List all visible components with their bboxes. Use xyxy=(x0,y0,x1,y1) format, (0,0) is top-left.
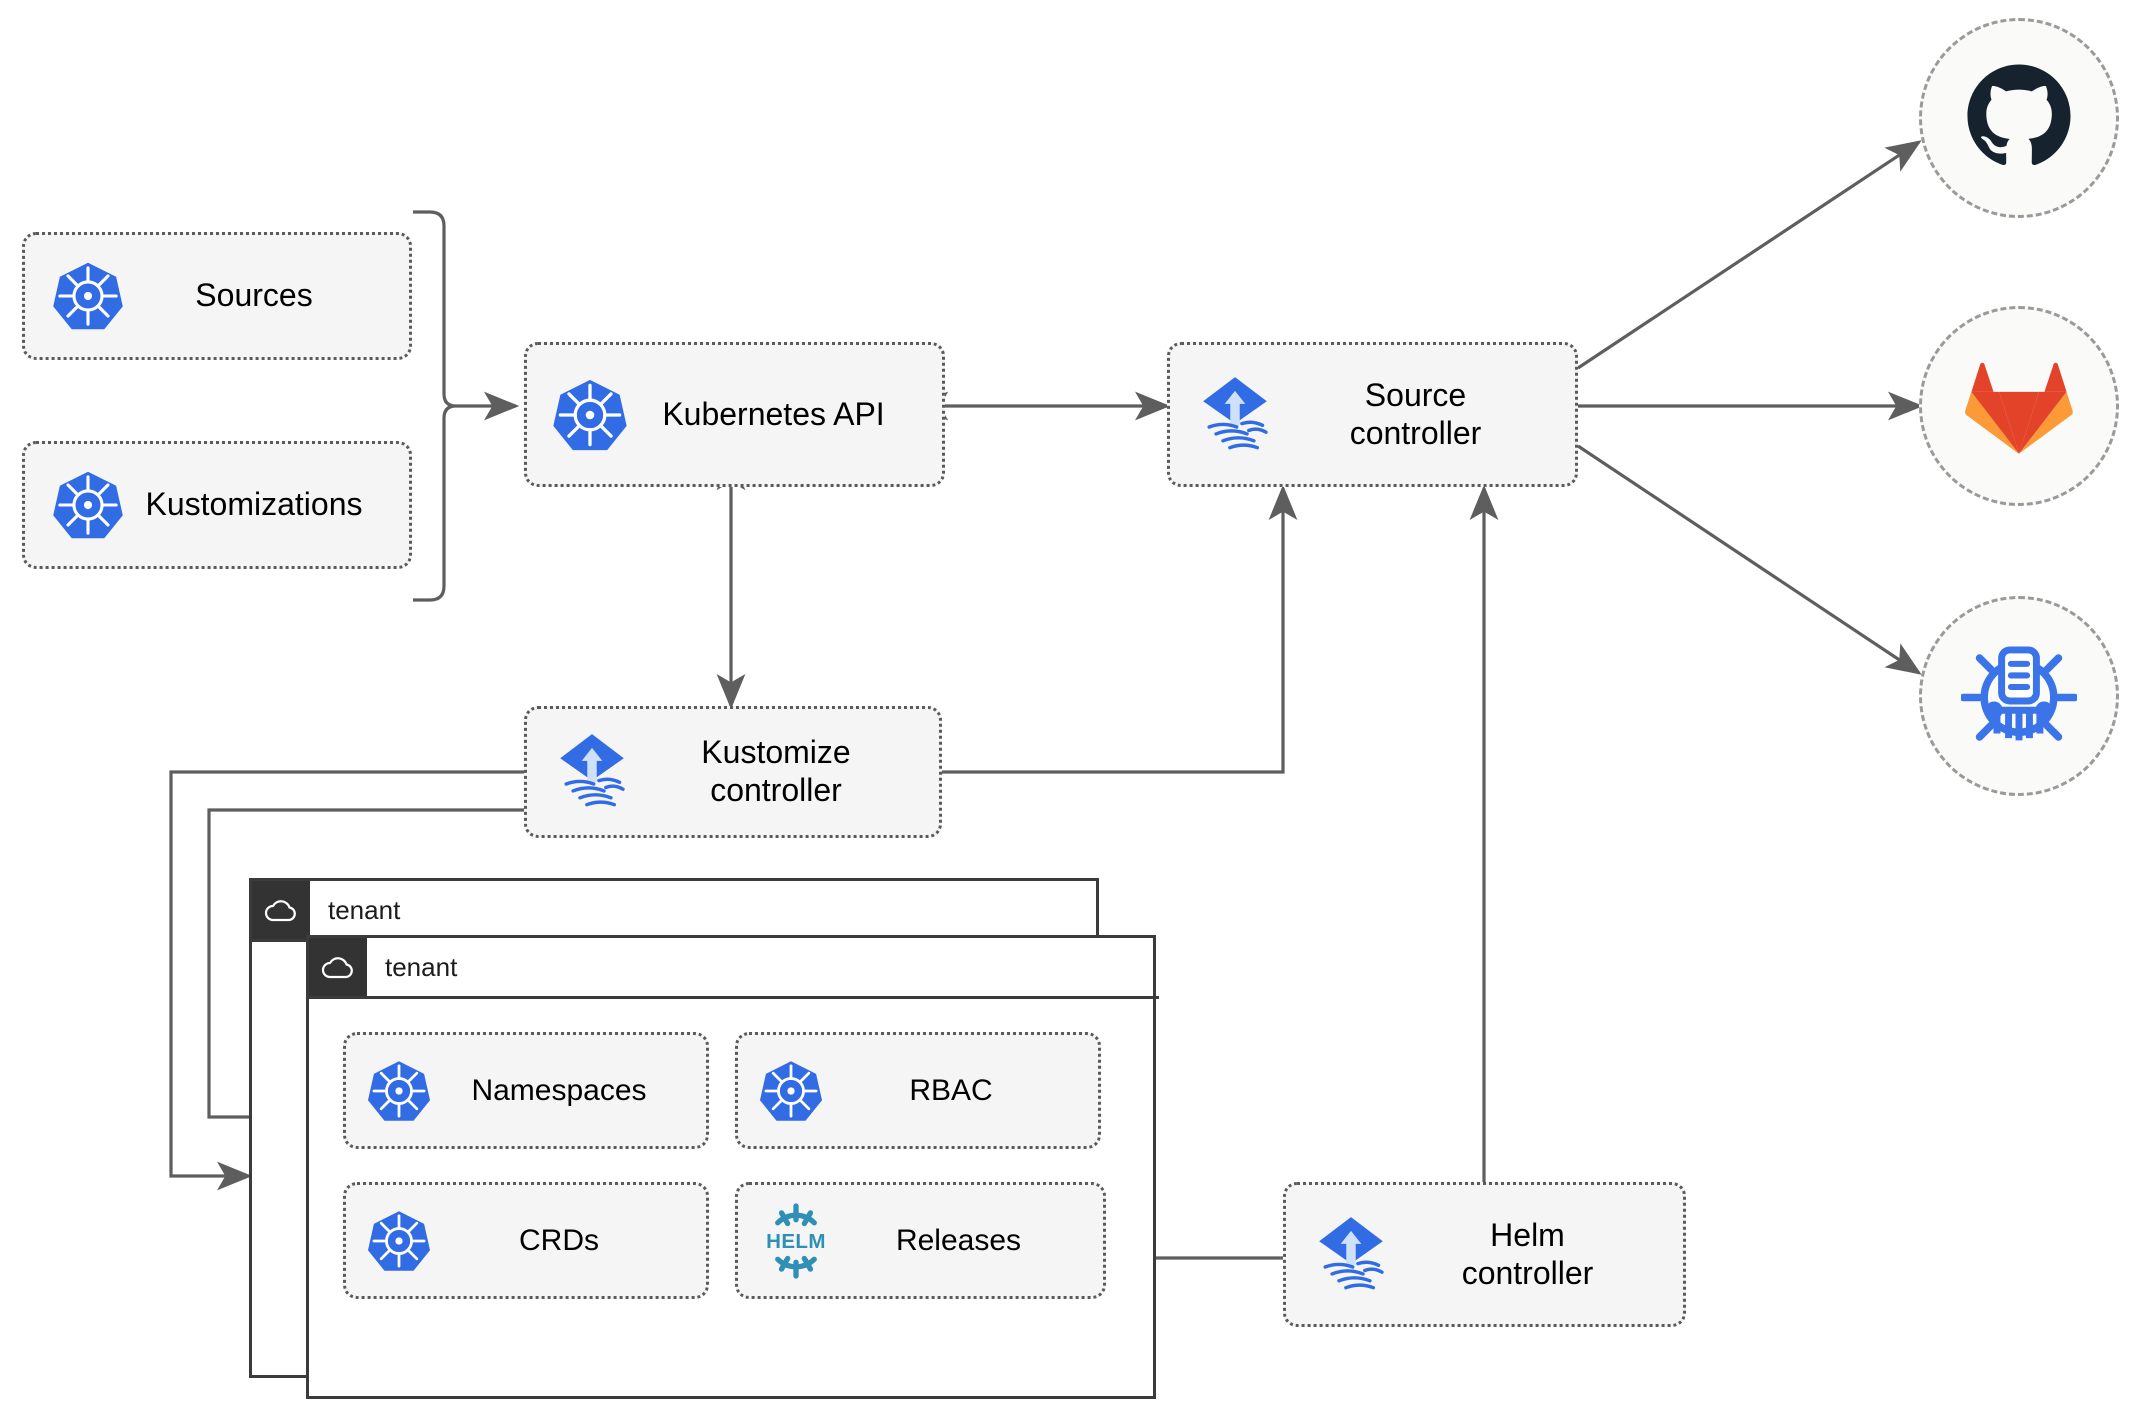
flux-icon xyxy=(1308,1212,1394,1298)
node-sources[interactable]: Sources xyxy=(22,232,412,360)
github-icon xyxy=(1963,60,2075,177)
external-github[interactable] xyxy=(1919,18,2119,218)
cloud-icon xyxy=(309,938,367,996)
edge-group-brace xyxy=(413,210,457,602)
kubernetes-icon xyxy=(758,1058,824,1124)
node-label: Kustomize controller xyxy=(701,734,851,808)
node-helm-controller[interactable]: Helm controller xyxy=(1283,1182,1686,1327)
node-label: Kustomizations xyxy=(145,486,363,523)
node-namespaces[interactable]: Namespaces xyxy=(343,1032,709,1149)
edge-sourcectrl-github xyxy=(1577,140,1922,370)
node-label: Helm controller xyxy=(1461,1216,1594,1291)
tenant-header: tenant xyxy=(252,881,400,939)
node-label: RBAC xyxy=(909,1073,993,1107)
node-kustomizations[interactable]: Kustomizations xyxy=(22,441,412,569)
flux-icon xyxy=(549,729,635,815)
tenant-label: tenant xyxy=(328,894,401,925)
helm-icon: HELM xyxy=(758,1202,834,1279)
node-kubernetes-api[interactable]: Kubernetes API xyxy=(524,342,945,487)
node-source-controller[interactable]: Source controller xyxy=(1167,342,1578,487)
edge-kustomizectrl-sourcectrl xyxy=(942,484,1298,774)
node-rbac[interactable]: RBAC xyxy=(735,1032,1101,1149)
node-label: Namespaces xyxy=(471,1073,647,1107)
external-helm-repository[interactable] xyxy=(1919,596,2119,796)
gitlab-icon xyxy=(1963,352,2075,461)
node-label: Sources xyxy=(195,277,313,314)
node-label: CRDs xyxy=(519,1223,599,1257)
flux-icon xyxy=(1192,372,1278,458)
node-label: Kubernetes API xyxy=(662,395,885,432)
node-kustomize-controller[interactable]: Kustomize controller xyxy=(524,706,942,838)
external-gitlab[interactable] xyxy=(1919,306,2119,506)
cloud-icon xyxy=(252,881,310,939)
tenant-label: tenant xyxy=(385,951,458,982)
edge-sourcectrl-registry xyxy=(1577,444,1922,675)
node-label: Source controller xyxy=(1349,376,1482,451)
tenant-header: tenant xyxy=(309,938,457,996)
kubernetes-icon xyxy=(551,376,629,454)
kubernetes-icon xyxy=(51,468,125,542)
kubernetes-icon xyxy=(366,1208,432,1274)
node-releases[interactable]: HELM Releases xyxy=(735,1182,1106,1299)
kubernetes-icon xyxy=(51,259,125,333)
node-label: Releases xyxy=(895,1223,1022,1257)
svg-text:HELM: HELM xyxy=(766,1229,826,1252)
node-crds[interactable]: CRDs xyxy=(343,1182,709,1299)
kubernetes-icon xyxy=(366,1058,432,1124)
helm-repository-icon xyxy=(1959,636,2079,757)
tenant-container-front: tenant xyxy=(306,935,1159,1399)
edge-kustomizectrl-tenant-back xyxy=(169,770,524,1191)
